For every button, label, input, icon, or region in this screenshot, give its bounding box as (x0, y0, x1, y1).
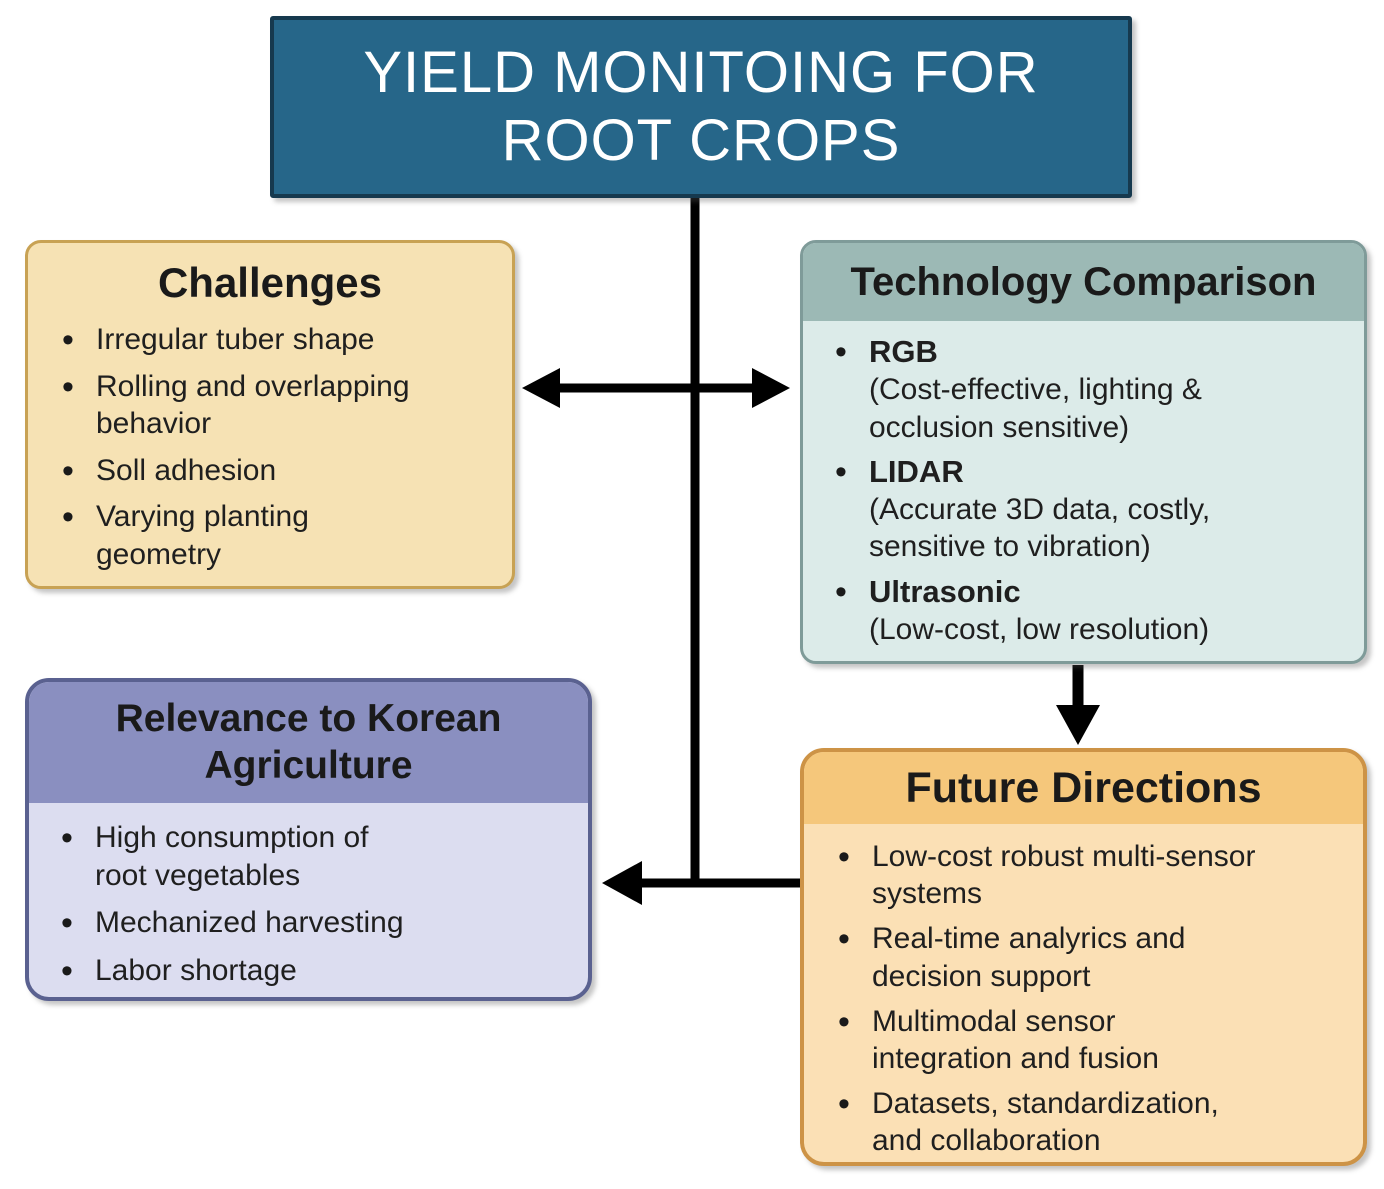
technology-item: LIDAR (Accurate 3D data, costly, sensiti… (825, 451, 1346, 566)
technology-item-desc: (Cost-effective, lighting & occlusion se… (869, 373, 1202, 444)
challenges-box: Challenges Irregular tuber shape Rolling… (25, 240, 515, 589)
challenge-item: Irregular tuber shape (52, 319, 488, 361)
relevance-box: Relevance to Korean Agriculture High con… (25, 678, 592, 1001)
relevance-item: Mechanized harvesting (51, 902, 572, 944)
technology-list: RGB (Cost-effective, lighting & occlusio… (825, 331, 1346, 649)
diagram-title-line2: ROOT CROPS (501, 108, 901, 173)
relevance-header-band: Relevance to Korean Agriculture (29, 682, 588, 803)
challenges-list: Irregular tuber shape Rolling and overla… (52, 319, 488, 573)
future-item: Multimodal sensor integration and fusion (828, 1001, 1349, 1077)
technology-item-name: LIDAR (869, 453, 964, 489)
technology-item-name: Ultrasonic (869, 573, 1021, 609)
future-title: Future Directions (905, 763, 1262, 812)
challenge-item: Varying planting geometry (52, 496, 488, 573)
future-item: Datasets, standardization, and collabora… (828, 1083, 1349, 1159)
challenge-item: Rolling and overlapping behavior (52, 366, 488, 443)
technology-body: RGB (Cost-effective, lighting & occlusio… (803, 321, 1364, 663)
title-box: YIELD MONITOING FOR ROOT CROPS (270, 16, 1132, 198)
relevance-body: High consumption of root vegetables Mech… (29, 803, 588, 1007)
technology-comparison-box: Technology Comparison RGB (Cost-effectiv… (800, 240, 1367, 664)
future-item: Real-time analyrics and decision support (828, 918, 1349, 994)
challenge-item: Soll adhesion (52, 450, 488, 492)
technology-item: Ultrasonic (Low-cost, low resolution) (825, 571, 1346, 649)
relevance-list: High consumption of root vegetables Mech… (51, 817, 572, 992)
future-list: Low-cost robust multi-sensor systems Rea… (828, 836, 1349, 1160)
relevance-title: Relevance to Korean Agriculture (115, 697, 502, 787)
technology-title: Technology Comparison (850, 259, 1317, 304)
relevance-item: Labor shortage (51, 950, 572, 992)
future-body: Low-cost robust multi-sensor systems Rea… (804, 824, 1363, 1176)
down-arrow (1056, 665, 1100, 745)
technology-header-band: Technology Comparison (803, 243, 1364, 321)
future-directions-box: Future Directions Low-cost robust multi-… (800, 748, 1367, 1166)
future-header-band: Future Directions (804, 752, 1363, 824)
bidirectional-arrow (522, 368, 790, 408)
relevance-item: High consumption of root vegetables (51, 817, 572, 894)
future-item: Low-cost robust multi-sensor systems (828, 836, 1349, 912)
technology-item-desc: (Low-cost, low resolution) (869, 613, 1210, 647)
challenges-title: Challenges (157, 259, 383, 306)
left-arrow (602, 861, 800, 905)
technology-item: RGB (Cost-effective, lighting & occlusio… (825, 331, 1346, 446)
diagram-title-line1: YIELD MONITOING FOR (363, 39, 1039, 105)
technology-item-desc: (Accurate 3D data, costly, sensitive to … (869, 493, 1211, 564)
technology-item-name: RGB (869, 334, 938, 369)
